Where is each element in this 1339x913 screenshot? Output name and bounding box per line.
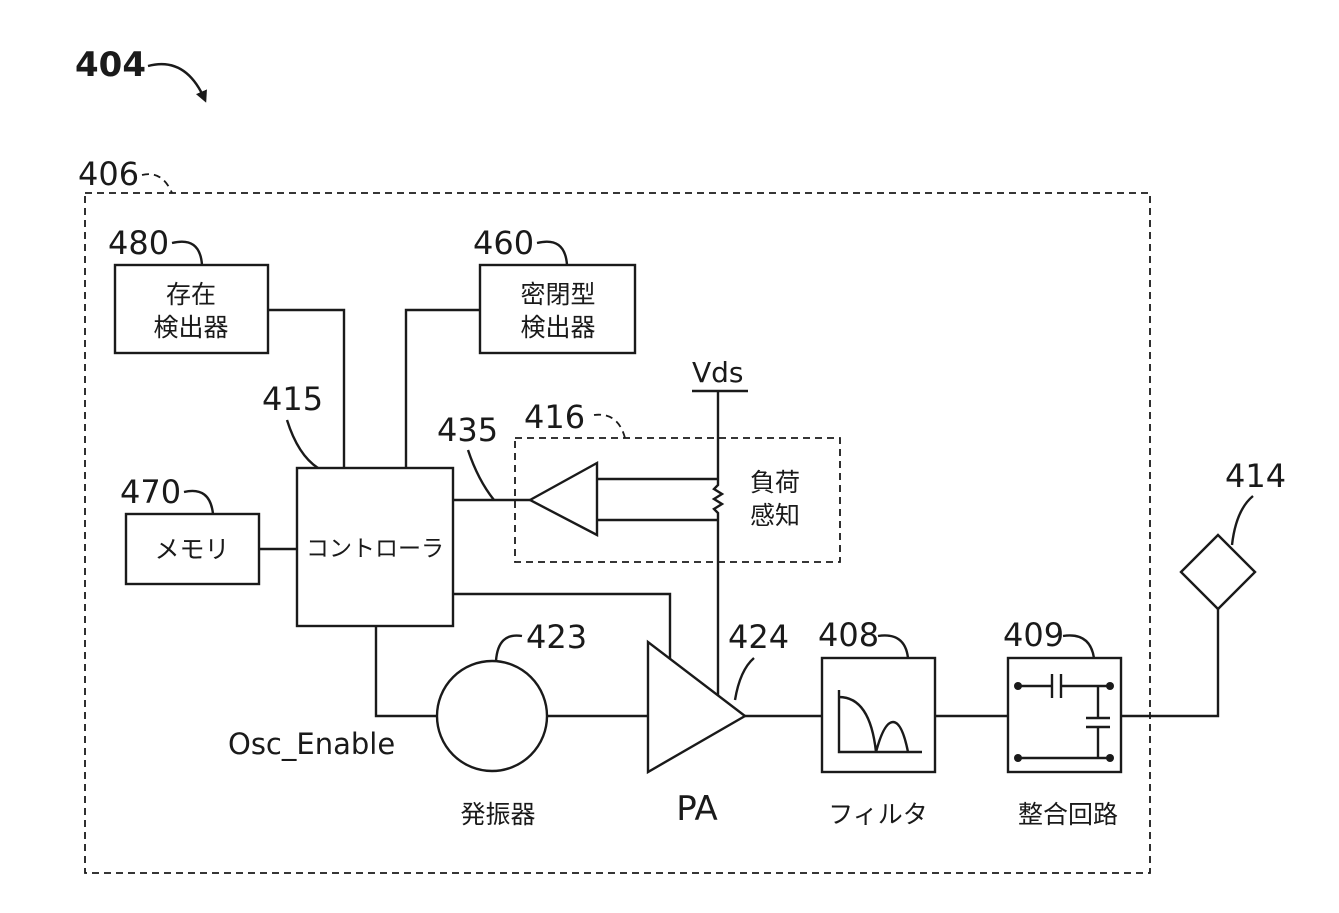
filter-label: フィルタ (828, 800, 928, 829)
filter-ref: 408 (818, 616, 879, 654)
memory-leader (184, 491, 213, 514)
load-sensing-label-2: 感知 (750, 501, 800, 530)
enclosed-detector-leader (537, 242, 567, 265)
load-sensing-label-1: 負荷 (750, 468, 800, 497)
sense-amplifier (530, 463, 597, 535)
oscillator-circle (437, 661, 547, 771)
load-sensing-ref: 416 (524, 398, 585, 436)
presence-detector-ref: 480 (108, 224, 169, 262)
figure-arrow (148, 64, 205, 100)
figure-ref-404: 404 (75, 45, 146, 85)
matching-node-3 (1014, 754, 1022, 762)
enclosed-detector-label-1: 密閉型 (520, 280, 595, 309)
wire-matching-antenna (1121, 609, 1218, 716)
oscillator-ref: 423 (526, 618, 587, 656)
antenna-ref: 414 (1225, 457, 1286, 495)
filter-leader (878, 635, 908, 658)
pa-leader (735, 658, 754, 700)
matching-node-1 (1014, 682, 1022, 690)
enclosed-detector-label-2: 検出器 (520, 313, 595, 342)
memory-ref: 470 (120, 473, 181, 511)
vds-to-pa-line (714, 391, 722, 695)
matching-leader (1063, 635, 1094, 658)
matching-node-4 (1106, 754, 1114, 762)
controller-label: コントローラ (306, 536, 444, 562)
oscillator-label: 発振器 (460, 800, 535, 829)
memory-label: メモリ (154, 535, 229, 564)
enclosure-ref: 406 (78, 155, 139, 193)
load-sensing-leader (594, 415, 625, 438)
osc-enable-label: Osc_Enable (228, 727, 395, 761)
sense-line-leader (468, 450, 494, 500)
matching-ref: 409 (1003, 616, 1064, 654)
matching-box (1008, 658, 1121, 772)
presence-detector-label-2: 検出器 (153, 313, 228, 342)
matching-label: 整合回路 (1018, 800, 1118, 829)
wire-osc-enable (376, 626, 437, 716)
controller-leader (287, 420, 318, 468)
oscillator-leader (496, 636, 522, 661)
pa-label: PA (676, 789, 718, 829)
presence-detector-leader (172, 242, 202, 265)
controller-ref: 415 (262, 380, 323, 418)
presence-detector-label-1: 存在 (166, 280, 216, 309)
power-amplifier (648, 642, 745, 772)
matching-node-2 (1106, 682, 1114, 690)
pa-ref: 424 (728, 618, 789, 656)
antenna-icon (1181, 535, 1255, 609)
vds-label: Vds (692, 356, 744, 389)
sense-line-ref: 435 (437, 411, 498, 449)
antenna-leader (1232, 496, 1253, 545)
enclosed-detector-ref: 460 (473, 224, 534, 262)
enclosure-ref-leader (142, 174, 172, 193)
